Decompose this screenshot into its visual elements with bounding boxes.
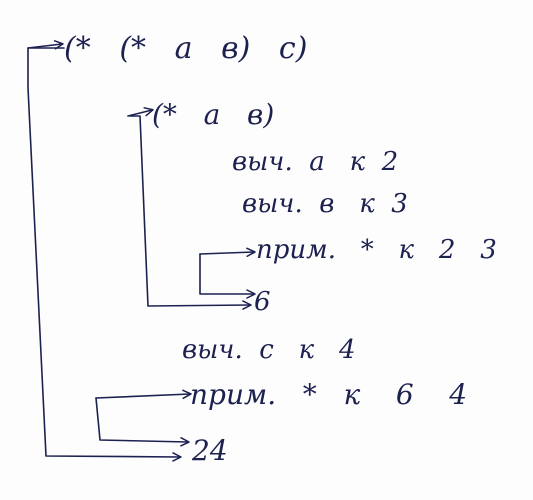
eval-c-line: выч. c к 4 (182, 335, 356, 365)
inner-expression: (* a в) (152, 98, 274, 131)
inner-bracket-arrow (129, 115, 252, 310)
inner-top-arrow (127, 107, 154, 117)
eval-b-line: выч. в к 3 (242, 189, 408, 219)
result-outer: 24 (191, 434, 228, 467)
outer-apply-top-arrow (95, 389, 192, 400)
inner-apply-top-arrow (199, 247, 256, 258)
outer-bracket-arrow (27, 47, 182, 462)
apply-inner-line: прим. * к 2 3 (256, 235, 497, 265)
outer-apply-loop-arrow (95, 397, 190, 447)
apply-outer-line: прим. * к 6 4 (190, 378, 467, 411)
inner-apply-loop-arrow (199, 253, 256, 299)
result-inner: 6 (254, 287, 271, 317)
outer-expression: (* (* a в) c) (64, 31, 307, 66)
eval-a-line: выч. a к 2 (232, 147, 398, 177)
outer-top-arrow (27, 40, 64, 50)
